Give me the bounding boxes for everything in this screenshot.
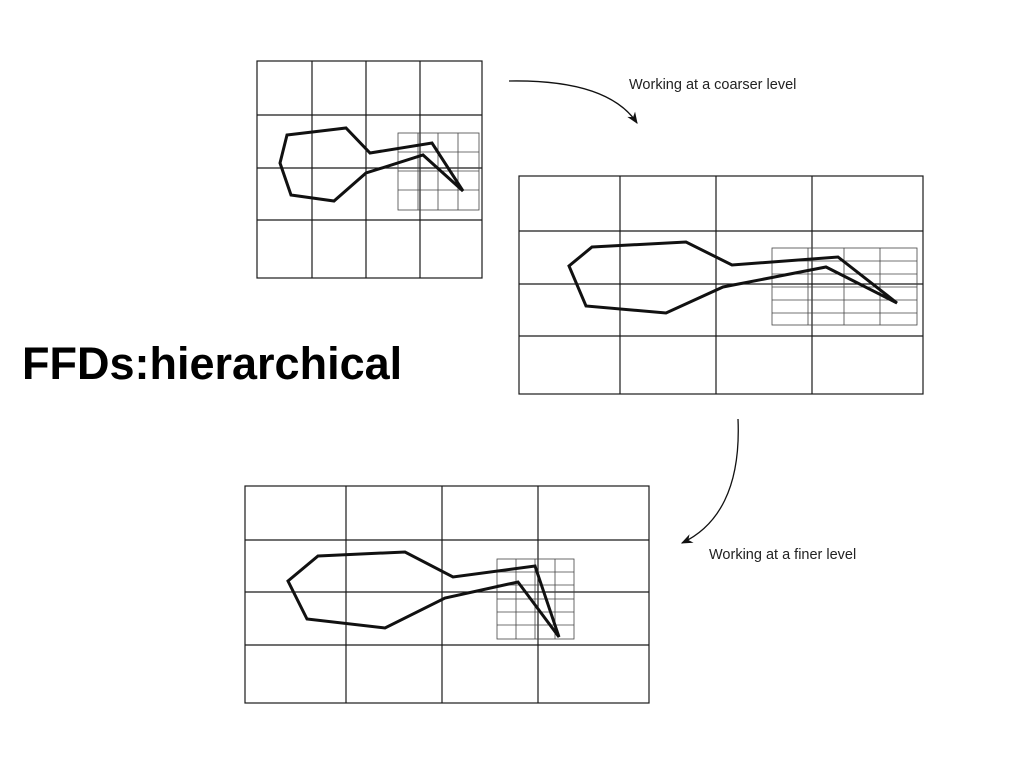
middle-control-grid [518,175,924,395]
coarser-level-caption: Working at a coarser level [629,77,797,93]
middle-shape-outline [567,240,898,315]
coarse-control-grid [256,60,483,279]
fine-control-grid [244,485,650,704]
fine-level-lattice [244,485,650,704]
finer-level-caption: Working at a finer level [709,547,857,563]
middle-level-lattice [518,175,924,395]
coarse-level-lattice [256,60,483,279]
middle-refinement-grid [771,247,918,326]
coarse-shape-outline [278,126,465,203]
coarser-level-arrow [508,80,638,124]
slide-title: FFDs:hierarchical [22,338,403,389]
finer-level-arrow [680,418,739,544]
fine-shape-outline [286,550,561,638]
coarse-refinement-grid [397,132,480,211]
